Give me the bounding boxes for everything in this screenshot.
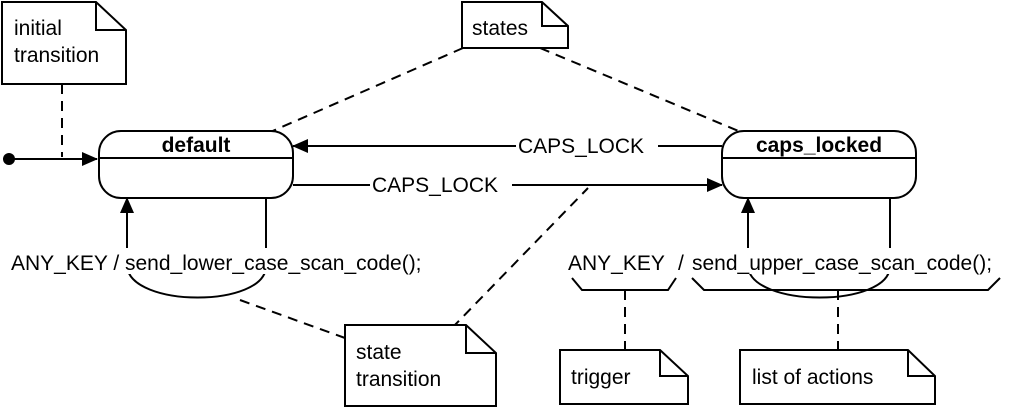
label-caps-actions: send_upper_case_scan_code();	[692, 252, 992, 275]
note-states: states	[461, 1, 569, 49]
note-state-transition-line2: transition	[356, 368, 441, 391]
note-initial-line2: transition	[14, 44, 99, 67]
states-note-connector-right	[539, 47, 749, 136]
state-transition-connector-left	[239, 299, 346, 339]
label-caps-trigger: ANY_KEY	[568, 252, 665, 275]
trigger-brace	[571, 277, 677, 291]
state-default-name: default	[162, 134, 231, 157]
state-transition-connector-right	[451, 187, 589, 329]
label-caps-to-default: CAPS_LOCK	[518, 135, 644, 158]
state-default: default	[98, 130, 294, 199]
note-list-of-actions: list of actions	[739, 349, 936, 405]
label-default-self: ANY_KEY / send_lower_case_scan_code();	[11, 252, 422, 275]
default-self-transition	[120, 197, 267, 299]
note-initial-line1: initial	[14, 17, 62, 40]
note-initial-transition: initial transition	[1, 1, 127, 85]
note-trigger: trigger	[559, 349, 689, 405]
note-states-text: states	[472, 17, 528, 40]
label-default-to-caps: CAPS_LOCK	[372, 174, 498, 197]
label-caps-separator: /	[678, 252, 684, 275]
note-state-transition-line1: state	[356, 341, 402, 364]
states-note-connector-left	[267, 47, 464, 134]
actions-brace	[691, 277, 1001, 291]
note-state-transition: state transition	[344, 324, 497, 407]
caps-self-transition	[741, 197, 891, 299]
state-caps-locked-name: caps_locked	[756, 134, 882, 157]
state-caps-locked: caps_locked	[721, 130, 917, 199]
note-trigger-text: trigger	[571, 366, 631, 389]
note-actions-text: list of actions	[752, 366, 873, 389]
